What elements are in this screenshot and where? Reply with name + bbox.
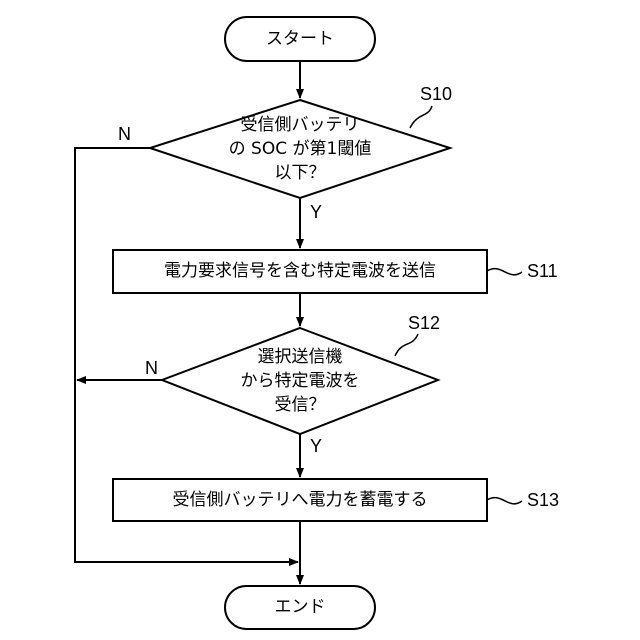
decision2-line-2: から特定電波を — [200, 369, 400, 393]
decision1-no-label: N — [118, 124, 131, 145]
decision1-yes-label: Y — [310, 202, 322, 223]
process2-text: 受信側バッテリへ電力を蓄電する — [113, 488, 487, 512]
decision1-line-2: の SOC が第1閾値 — [200, 137, 400, 161]
s10-callout-line — [410, 106, 432, 128]
decision1-text: 受信側バッテリ の SOC が第1閾値 以下？ — [200, 113, 400, 185]
decision2-no-label: N — [145, 358, 158, 379]
decision1-line-1: 受信側バッテリ — [200, 113, 400, 137]
decision2-line-1: 選択送信機 — [200, 345, 400, 369]
start-label: スタート — [225, 27, 375, 51]
end-label: エンド — [225, 595, 375, 619]
s11-callout-line — [487, 269, 522, 275]
process2-step-label: S13 — [527, 490, 559, 511]
decision1-step-label: S10 — [420, 84, 452, 105]
decision1-line-3: 以下？ — [200, 161, 400, 185]
decision2-text: 選択送信機 から特定電波を 受信？ — [200, 345, 400, 417]
s13-callout-line — [487, 498, 522, 504]
process1-step-label: S11 — [527, 261, 558, 282]
decision2-step-label: S12 — [408, 313, 440, 334]
process1-text: 電力要求信号を含む特定電波を送信 — [113, 259, 487, 283]
decision2-line-3: 受信？ — [200, 393, 400, 417]
decision2-yes-label: Y — [310, 436, 322, 457]
